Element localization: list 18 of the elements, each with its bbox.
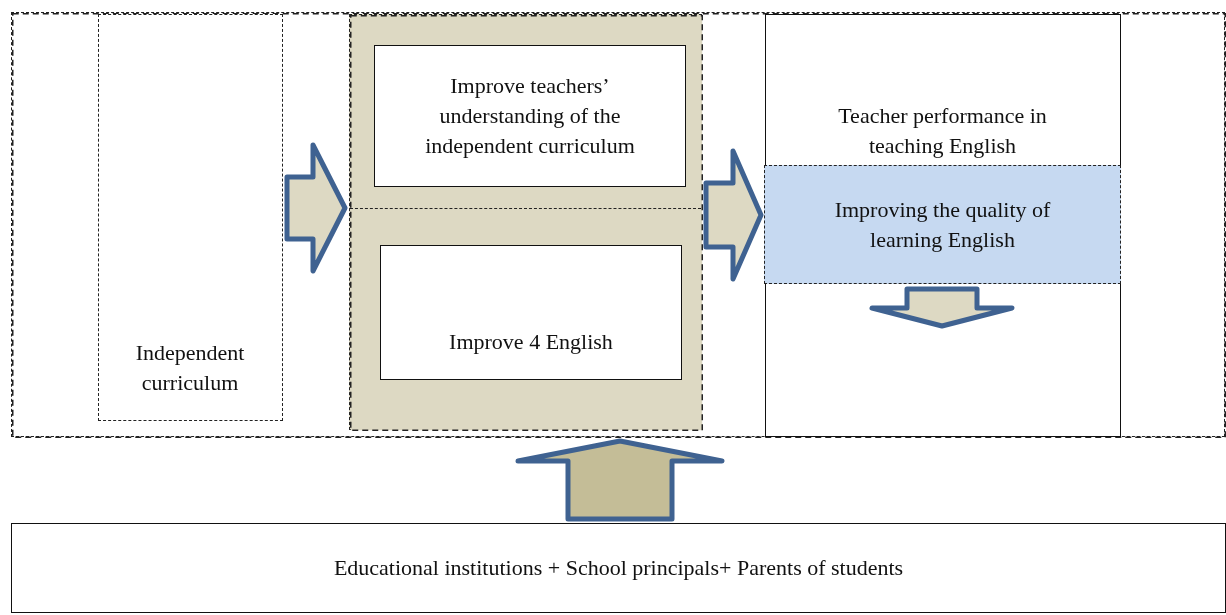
text-box <box>764 165 1121 284</box>
text-box <box>764 13 1121 437</box>
block-arrow <box>515 438 725 522</box>
text-box <box>380 245 682 380</box>
node-label: Improving the quality of learning English <box>833 195 1052 254</box>
text-box <box>374 45 686 187</box>
dashed-frame <box>11 12 1225 437</box>
node-label: Improve teachers’ understanding of the independent curriculum <box>424 72 636 160</box>
node-label: Educational institutions + School principals+ Parents of students <box>333 554 904 582</box>
text-box <box>11 523 1226 613</box>
node-label: Independent curriculum <box>134 338 246 397</box>
node-label: Teacher performance in teaching English <box>837 101 1048 160</box>
shaded-panel <box>348 13 702 430</box>
block-arrow <box>869 286 1015 329</box>
node-label: Improve 4 English <box>449 328 613 356</box>
block-arrow <box>703 148 764 282</box>
text-box <box>97 13 283 421</box>
block-arrow <box>284 142 348 274</box>
